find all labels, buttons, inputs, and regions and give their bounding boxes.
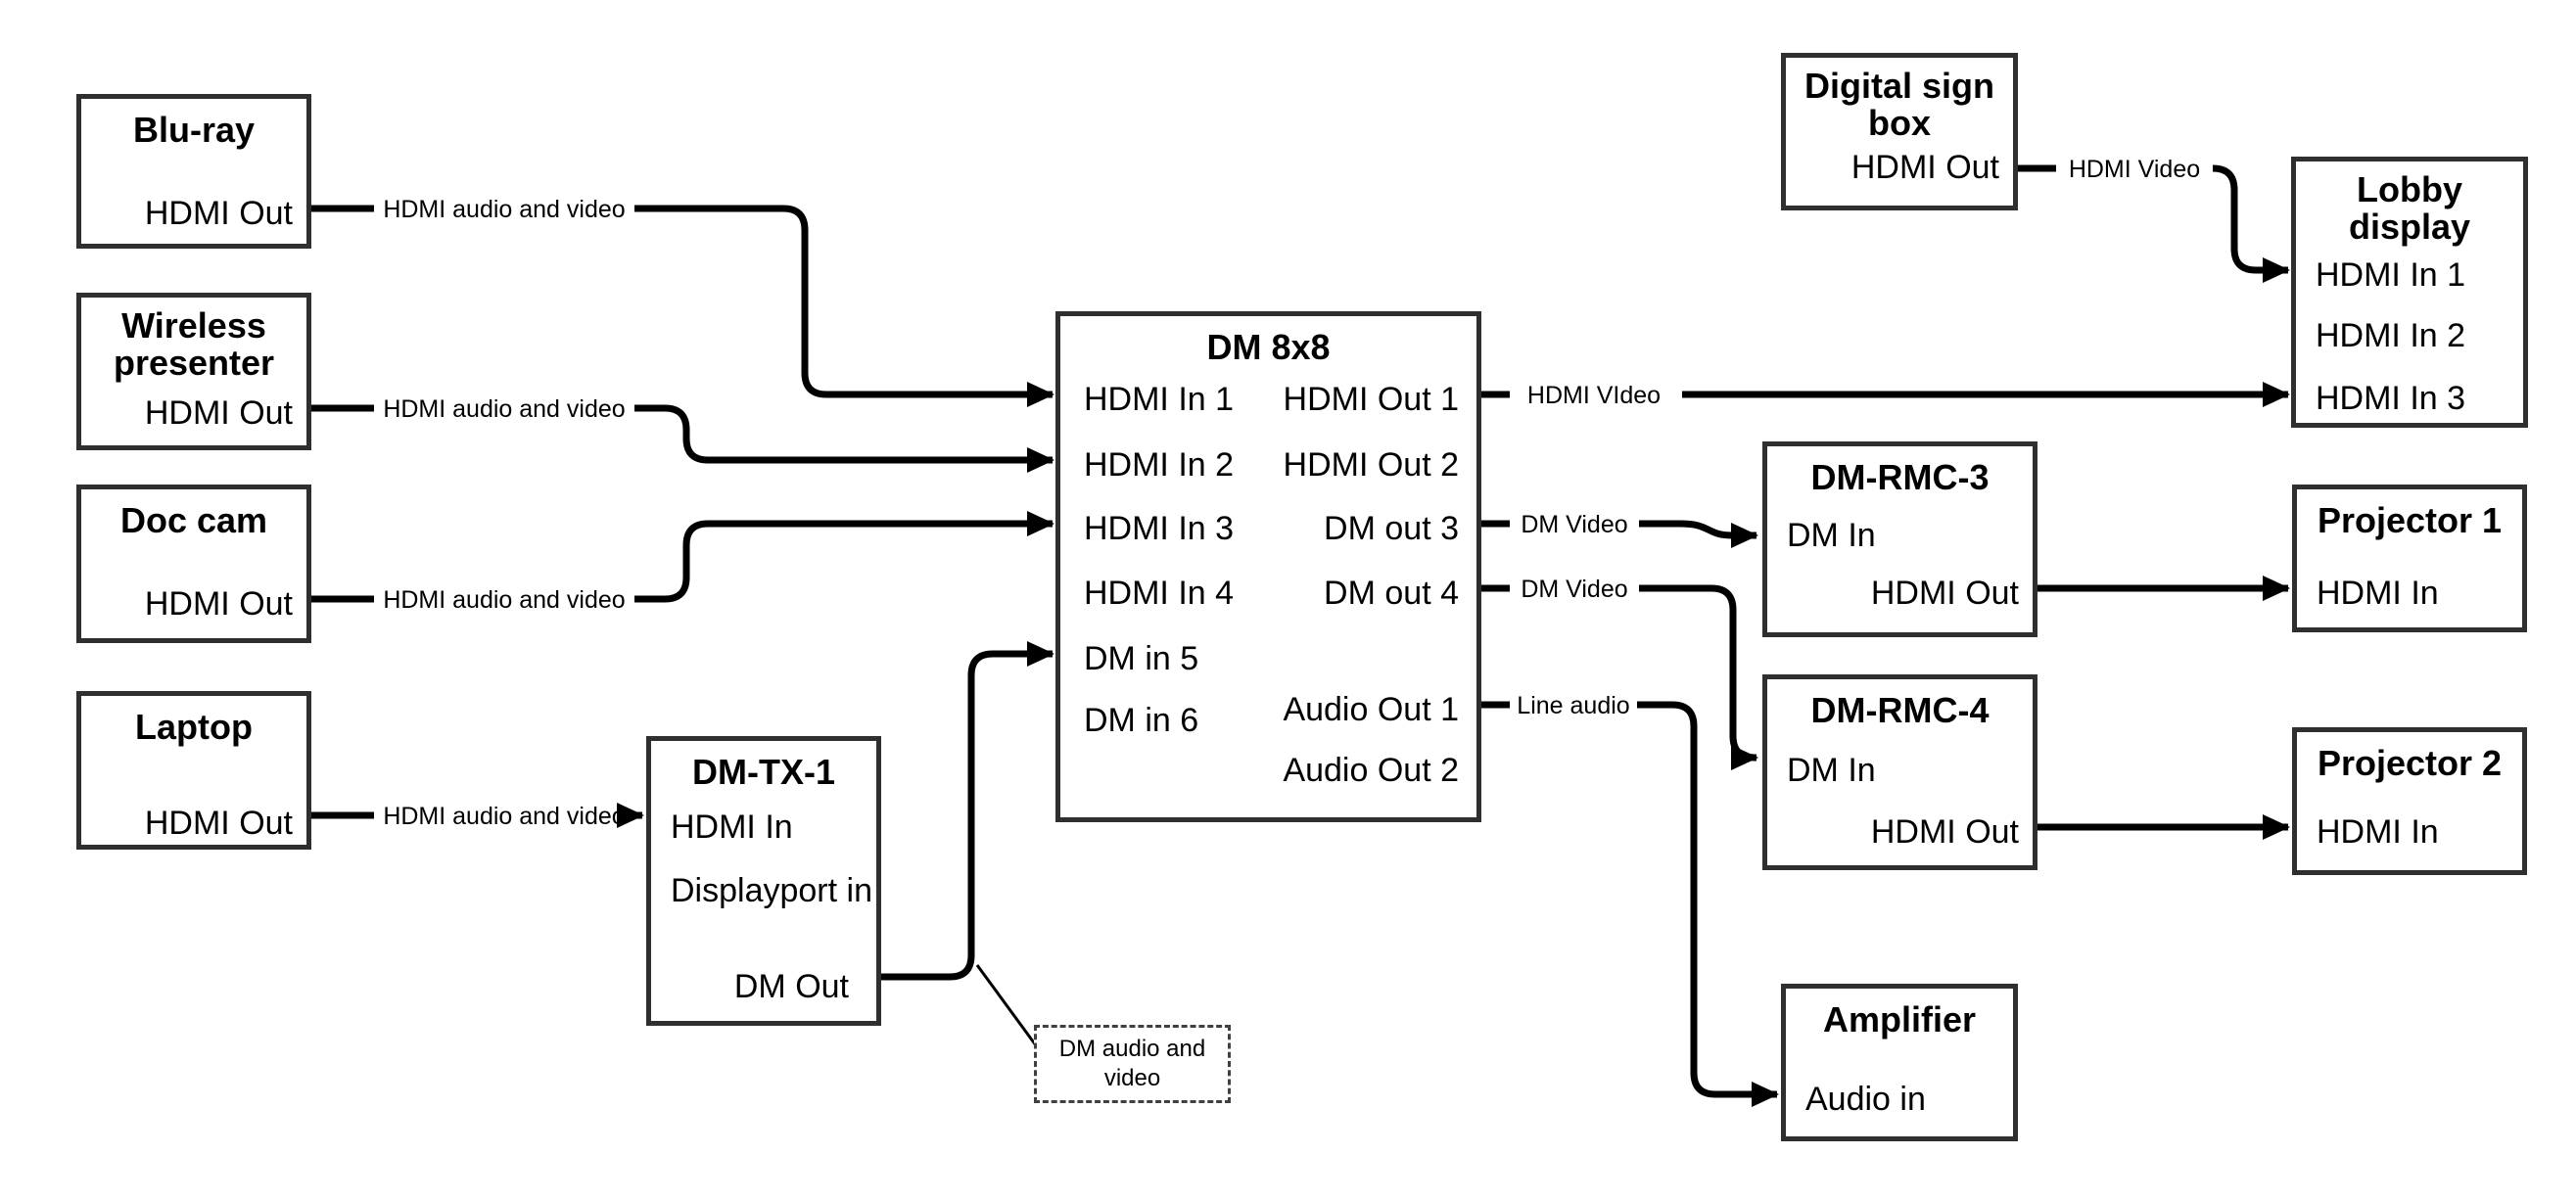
edge-digitalsign-to-lobby (2212, 164, 2290, 283)
edge-wireless-to-dm8x8 (634, 404, 1054, 473)
edge-label: DM Video (1521, 576, 1627, 603)
port-digitalsign-hdmi-out: HDMI Out (1850, 149, 1999, 186)
node-dm-rmc-3: DM-RMC-3 DM In HDMI Out (1762, 441, 2037, 637)
node-title: DM-RMC-3 (1810, 457, 1990, 497)
edge-dm8x8-out3-to-rmc3 (1639, 520, 1758, 548)
node-digital-sign-box: Digital sign box HDMI Out (1781, 53, 2018, 210)
port-dm8x8-hdmi-in-4: HDMI In 4 (1084, 575, 1235, 612)
port-dm8x8-dm-in-5: DM in 5 (1084, 640, 1199, 677)
node-title: Projector 2 (2317, 743, 2503, 783)
node-bluray: Blu-ray HDMI Out (76, 94, 311, 249)
edge-label: DM Video (1521, 511, 1627, 538)
edge-label: HDMI audio and video (383, 395, 625, 423)
edge-dmtx1-to-dm8x8 (881, 641, 1054, 981)
edge-label: HDMI audio and video (383, 196, 625, 223)
port-projector2-hdmi-in: HDMI In (2317, 813, 2439, 851)
edge-doccam-to-dm8x8 (634, 511, 1054, 603)
node-doc-cam: Doc cam HDMI Out (76, 485, 311, 643)
node-laptop: Laptop HDMI Out (76, 691, 311, 850)
port-dm8x8-hdmi-in-1: HDMI In 1 (1084, 381, 1235, 418)
port-dm8x8-dm-in-6: DM in 6 (1084, 702, 1199, 739)
port-laptop-hdmi-out: HDMI Out (144, 805, 293, 842)
port-dm8x8-dm-out-3: DM out 3 (1324, 510, 1459, 547)
node-dm-8x8: DM 8x8 HDMI In 1 HDMI In 2 HDMI In 3 HDM… (1055, 311, 1481, 822)
port-dmtx1-displayport-in: Displayport in (671, 872, 872, 909)
node-dm-rmc-4: DM-RMC-4 DM In HDMI Out (1762, 674, 2037, 870)
port-rmc3-hdmi-out: HDMI Out (1870, 575, 2019, 612)
port-rmc3-dm-in: DM In (1787, 517, 1876, 554)
edge-label: HDMI Video (2069, 156, 2200, 183)
note-dm-audio-and-video: DM audio and video (1034, 1025, 1231, 1103)
port-dmtx1-hdmi-in: HDMI In (671, 808, 793, 846)
edge-label: Line audio (1517, 692, 1629, 719)
node-wireless-presenter: Wireless presenter HDMI Out (76, 293, 311, 450)
port-projector1-hdmi-in: HDMI In (2317, 575, 2439, 612)
port-dm8x8-hdmi-in-3: HDMI In 3 (1084, 510, 1235, 547)
port-bluray-hdmi-out: HDMI Out (144, 195, 293, 232)
port-dm8x8-audio-out-1: Audio Out 1 (1283, 691, 1459, 728)
node-title: Wireless presenter (113, 305, 275, 383)
node-title: Laptop (135, 707, 253, 747)
node-title: DM-TX-1 (692, 752, 835, 792)
node-title: Lobby display (2348, 169, 2471, 247)
node-title: Amplifier (1822, 999, 1977, 1039)
node-title: DM 8x8 (1206, 327, 1331, 367)
edge-label: HDMI audio and video (383, 803, 625, 830)
node-lobby-display: Lobby display HDMI In 1 HDMI In 2 HDMI I… (2291, 157, 2528, 428)
node-amplifier: Amplifier Audio in (1781, 984, 2018, 1141)
edge-dm8x8-audio1-to-amp (1637, 701, 1779, 1107)
edge-bluray-to-dm8x8 (634, 205, 1054, 407)
port-dm8x8-audio-out-2: Audio Out 2 (1283, 752, 1459, 789)
node-dm-tx-1: DM-TX-1 HDMI In Displayport in DM Out (646, 736, 881, 1026)
port-lobby-hdmi-in-2: HDMI In 2 (2316, 317, 2466, 354)
port-lobby-hdmi-in-1: HDMI In 1 (2316, 256, 2466, 294)
port-doccam-hdmi-out: HDMI Out (144, 585, 293, 623)
port-dm8x8-hdmi-in-2: HDMI In 2 (1084, 446, 1235, 484)
port-dm8x8-hdmi-out-1: HDMI Out 1 (1283, 381, 1459, 418)
port-rmc4-dm-in: DM In (1787, 752, 1876, 789)
port-amplifier-audio-in: Audio in (1805, 1081, 1926, 1118)
node-title: Doc cam (119, 500, 268, 540)
port-rmc4-hdmi-out: HDMI Out (1870, 813, 2019, 851)
edge-label: HDMI audio and video (383, 586, 625, 614)
port-dm8x8-hdmi-out-2: HDMI Out 2 (1283, 446, 1459, 484)
note-callout-line (975, 964, 1038, 1046)
edge-dm8x8-out4-to-rmc4 (1639, 584, 1758, 770)
node-title: DM-RMC-4 (1810, 690, 1990, 730)
node-projector-2: Projector 2 HDMI In (2292, 727, 2527, 875)
node-title: Blu-ray (132, 110, 256, 150)
node-title: Projector 1 (2317, 500, 2503, 540)
port-dm8x8-dm-out-4: DM out 4 (1324, 575, 1459, 612)
edge-label: HDMI VIdeo (1527, 382, 1661, 409)
node-title: Digital sign box (1803, 66, 1994, 143)
node-projector-1: Projector 1 HDMI In (2292, 485, 2527, 632)
port-dmtx1-dm-out: DM Out (733, 968, 849, 1005)
port-wireless-hdmi-out: HDMI Out (144, 394, 293, 432)
port-lobby-hdmi-in-3: HDMI In 3 (2316, 380, 2466, 417)
